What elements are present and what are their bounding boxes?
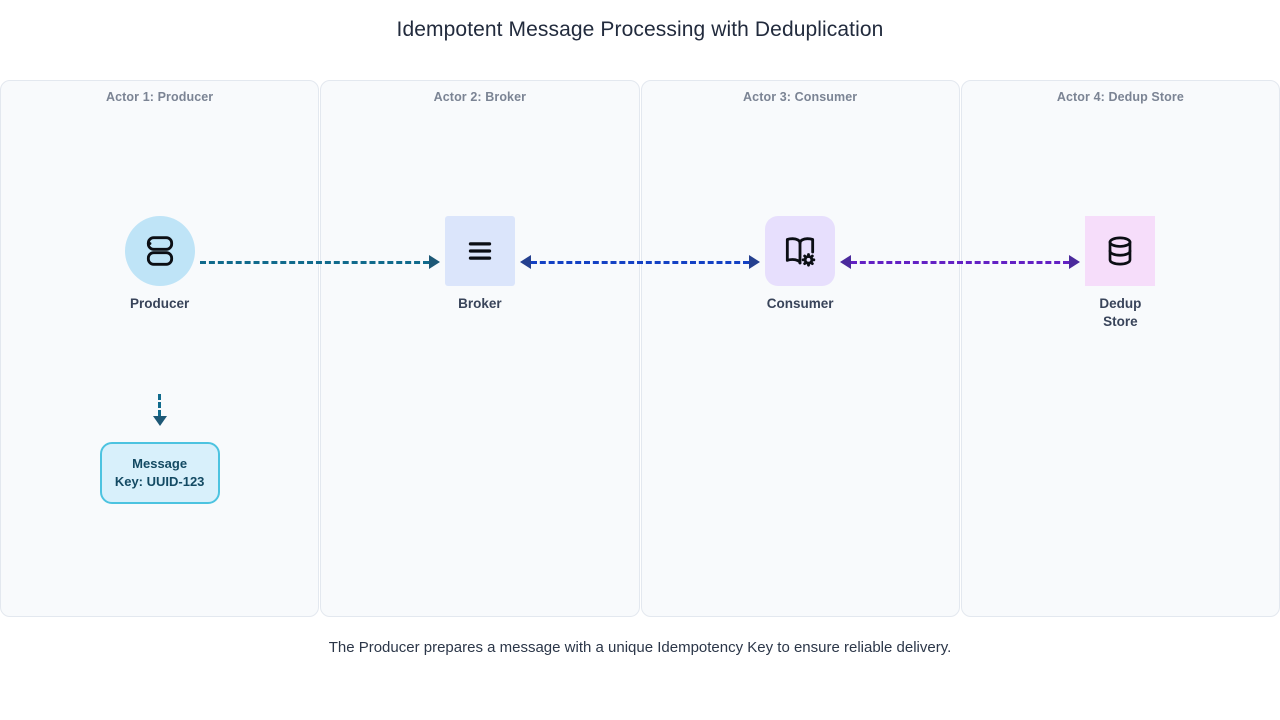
queue-list-icon	[461, 232, 499, 270]
connector-line	[851, 260, 1069, 264]
step-caption: The Producer prepares a message with a u…	[328, 639, 952, 656]
lane-consumer: Actor 3: Consumer Consumer	[640, 80, 960, 617]
arrowhead-down-icon	[152, 416, 167, 426]
lane-title-producer: Actor 1: Producer	[105, 90, 214, 104]
page-title: Idempotent Message Processing with Dedup…	[396, 18, 884, 41]
node-dedup-store[interactable]: Dedup Store	[1045, 216, 1195, 331]
connector-line	[158, 394, 162, 416]
node-label-broker: Broker	[458, 296, 502, 311]
node-producer[interactable]: Producer	[85, 216, 235, 313]
node-label-consumer: Consumer	[766, 296, 834, 311]
connector-line	[200, 260, 429, 264]
node-label-dedup-store: Dedup Store	[1099, 296, 1142, 330]
database-cylinder-icon	[1101, 232, 1139, 270]
arrowhead-right-icon	[749, 255, 760, 269]
connector-producer-to-broker	[200, 254, 440, 270]
connector-line	[531, 260, 749, 264]
message-key: Key: UUID-123	[114, 474, 205, 489]
arrowhead-left-icon	[520, 255, 531, 269]
book-cog-icon	[780, 231, 820, 271]
producer-node-shape	[124, 216, 195, 286]
server-stack-icon	[140, 231, 180, 271]
actor-lanes: Actor 1: Producer Producer Message Ke	[0, 80, 1280, 617]
dedup-store-node-shape	[1085, 216, 1156, 286]
arrowhead-left-icon	[840, 255, 851, 269]
producer-to-message-connector	[152, 394, 167, 426]
lane-broker: Actor 2: Broker Broker	[320, 80, 640, 617]
lane-title-consumer: Actor 3: Consumer	[743, 90, 858, 104]
connector-consumer-dedup-store	[840, 254, 1080, 270]
arrowhead-right-icon	[1069, 255, 1080, 269]
node-label-producer: Producer	[129, 296, 190, 311]
lane-title-broker: Actor 2: Broker	[433, 90, 527, 104]
consumer-node-shape	[765, 216, 836, 286]
lane-dedup-store: Actor 4: Dedup Store Dedup Store	[960, 80, 1280, 617]
lane-title-dedup-store: Actor 4: Dedup Store	[1056, 90, 1184, 104]
node-broker[interactable]: Broker	[405, 216, 555, 313]
connector-broker-consumer	[520, 254, 760, 270]
arrowhead-right-icon	[429, 255, 440, 269]
lane-producer: Actor 1: Producer Producer Message Ke	[0, 80, 320, 617]
message-title: Message	[132, 455, 188, 471]
message-card[interactable]: Message Key: UUID-123	[99, 442, 220, 504]
node-consumer[interactable]: Consumer	[725, 216, 875, 313]
broker-node-shape	[444, 216, 515, 286]
